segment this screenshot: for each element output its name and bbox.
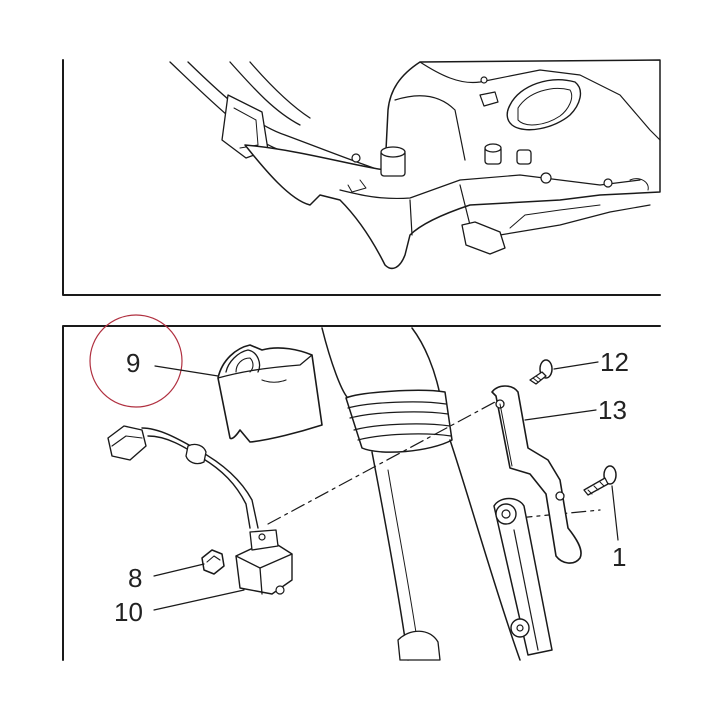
callout-12: 12 (600, 347, 629, 377)
leader-line-9 (154, 365, 219, 377)
screw-part-1 (583, 465, 617, 496)
callout-9: 9 (126, 348, 140, 378)
alignment-line (267, 401, 496, 525)
bottom-panel: 9 8 10 12 13 1 (62, 314, 661, 661)
frame-boss (484, 143, 502, 165)
frame-underside-drawing (169, 59, 661, 270)
callout-10: 10 (114, 597, 143, 627)
leader-line-8 (153, 563, 205, 577)
sensor-cover-part-9 (217, 344, 323, 443)
bracket-part-13 (491, 385, 582, 564)
top-panel (62, 59, 661, 296)
frame-boss (516, 149, 532, 165)
leader-line-13 (524, 409, 597, 421)
leader-line-10 (153, 589, 245, 611)
callout-13: 13 (598, 395, 627, 425)
bottom-panel-frame (62, 325, 661, 661)
callout-9-highlight-circle (89, 314, 183, 408)
callout-8: 8 (128, 563, 142, 593)
screw-part-12 (529, 359, 553, 385)
nut-part-8 (201, 549, 225, 575)
link-arm (493, 497, 553, 656)
callout-1: 1 (612, 542, 626, 572)
top-panel-frame (62, 59, 661, 296)
leader-line-1 (611, 485, 619, 541)
sensor-part-10 (107, 425, 293, 595)
fork-tube (321, 327, 521, 661)
frame-boss (380, 146, 406, 177)
leader-line-12 (553, 361, 599, 370)
